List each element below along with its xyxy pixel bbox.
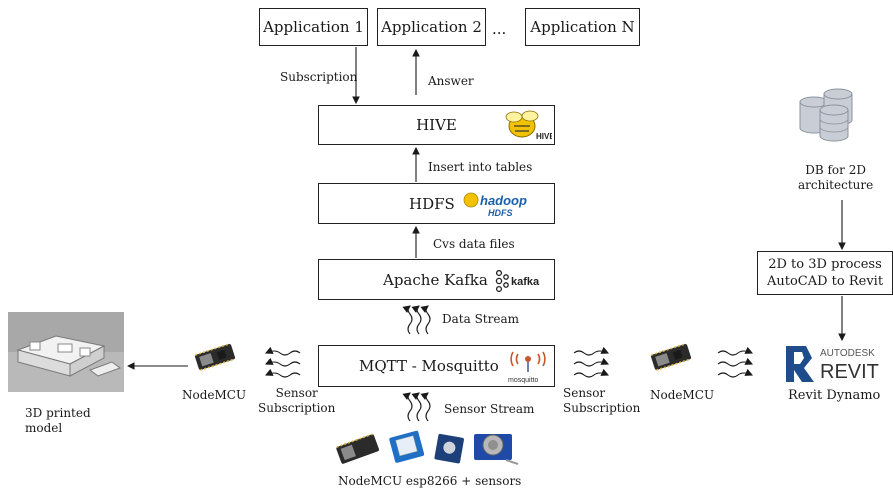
mqtt-label: MQTT - Mosquitto (359, 357, 499, 375)
sensor-subscription-left-line2: Subscription (258, 401, 336, 415)
nodemcu-right-label: NodeMCU (650, 388, 715, 402)
db-label-line2: architecture (798, 178, 874, 192)
hive-label: HIVE (416, 116, 457, 134)
application-2-label: Application 2 (381, 18, 482, 36)
hive-logo-icon: HIVE (505, 110, 552, 141)
nodemcu-left-board-icon (194, 343, 236, 371)
sensor-stream-waves (402, 392, 431, 422)
sensor-stream-label: Sensor Stream (444, 402, 535, 416)
kafka-label: Apache Kafka (383, 270, 488, 289)
printed-model-label: 3D printed model (25, 406, 91, 436)
csv-label: Cvs data files (433, 237, 515, 251)
sensor-subscription-right-line2: Subscription (563, 401, 641, 415)
sensor-subscription-right-label: Sensor Subscription (563, 386, 640, 416)
kafka-logo-text: kafka (511, 276, 540, 288)
db-label-line1: DB for 2D (805, 163, 866, 177)
kafka-logo-icon: kafka (495, 270, 540, 292)
right-subscription-waves (573, 346, 610, 378)
hive-logo-text: HIVE (536, 132, 552, 141)
nodemcu-left-label: NodeMCU (182, 388, 247, 402)
application-1-label: Application 1 (263, 18, 364, 36)
revit-waves (717, 346, 754, 378)
nodemcu-right-board-icon (650, 343, 692, 371)
insert-label: Insert into tables (428, 160, 533, 174)
hdfs-label: HDFS (409, 194, 455, 213)
database-icon (799, 88, 853, 142)
process-box: 2D to 3D process AutoCAD to Revit (757, 251, 893, 295)
data-stream-waves (402, 305, 431, 335)
revit-logo-text: REVIT (820, 361, 879, 383)
mosquitto-logo-icon: mosquitto (508, 351, 546, 384)
sensors-label: NodeMCU esp8266 + sensors (338, 474, 522, 488)
mqtt-box: MQTT - Mosquitto (318, 345, 555, 387)
application-2-box: Application 2 (377, 8, 486, 46)
hadoop-logo-icon: hadoop HDFS (463, 192, 527, 218)
sensor-subscription-right-line1: Sensor (563, 386, 606, 400)
revit-dynamo-label: Revit Dynamo (788, 388, 881, 403)
kafka-box: Apache Kafka (318, 259, 555, 300)
3d-printed-model-image (8, 312, 124, 392)
application-n-label: Application N (530, 18, 635, 36)
process-label-line1: 2D to 3D process (768, 257, 882, 272)
hdfs-logo-text: HDFS (488, 208, 513, 218)
ellipsis: ... (492, 20, 507, 38)
left-subscription-waves (264, 346, 301, 378)
process-label-line2: AutoCAD to Revit (766, 274, 884, 289)
sensors-cluster-image (336, 430, 519, 465)
mosquitto-logo-text: mosquitto (508, 377, 538, 384)
application-n-box: Application N (525, 8, 640, 46)
sensor-subscription-left-line1: Sensor (275, 386, 318, 400)
revit-logo-icon: AUTODESK REVIT (786, 346, 879, 383)
db-label: DB for 2D architecture (798, 163, 873, 193)
printed-model-line1: 3D printed (25, 406, 91, 420)
printed-model-line2: model (25, 421, 63, 435)
sensor-subscription-left-label: Sensor Subscription (258, 386, 335, 416)
hdfs-box: HDFS (318, 183, 555, 224)
hadoop-logo-text: hadoop (480, 193, 527, 208)
subscription-label: Subscription (280, 70, 358, 84)
autodesk-logo-text: AUTODESK (820, 348, 875, 359)
data-stream-label: Data Stream (442, 312, 519, 326)
application-1-box: Application 1 (259, 8, 368, 46)
answer-label: Answer (428, 74, 474, 88)
